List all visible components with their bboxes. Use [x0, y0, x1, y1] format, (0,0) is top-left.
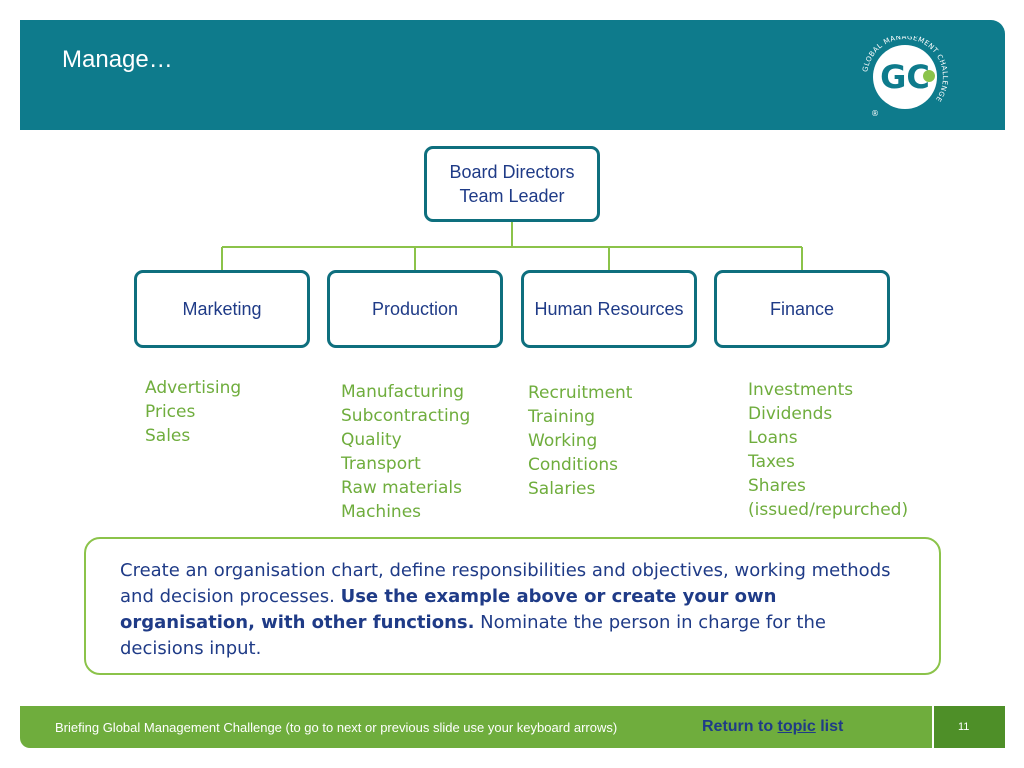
instruction-box: Create an organisation chart, define res…	[84, 537, 941, 675]
duty-item: Subcontracting	[341, 406, 471, 426]
return-link-suffix: list	[815, 718, 844, 735]
duty-item: (issued/repurched)	[748, 500, 909, 520]
org-node-finance: Finance	[714, 270, 890, 348]
logo-dot	[923, 70, 935, 82]
org-node-marketing-label: Marketing	[182, 299, 262, 319]
duty-item: Shares	[748, 476, 806, 496]
duty-item: Sales	[145, 426, 191, 446]
duty-item: Conditions	[528, 455, 618, 475]
duty-item: Salaries	[528, 479, 596, 499]
logo-registered-mark: ®	[871, 109, 879, 118]
instruction-text: Create an organisation chart, define res…	[120, 558, 910, 662]
org-node-human-resources: Human Resources	[521, 270, 697, 348]
org-node-board-line2: Team Leader	[459, 186, 565, 206]
duty-item: Quality	[341, 430, 402, 450]
duty-item: Working	[528, 431, 598, 451]
org-node-production-label: Production	[371, 299, 459, 319]
page-number-panel	[934, 706, 1005, 748]
duty-item: Machines	[341, 502, 422, 522]
gmc-logo: GC GLOBAL MANAGEMENT CHALLENGE ®	[861, 36, 948, 118]
org-node-production: Production	[327, 270, 503, 348]
duty-item: Investments	[748, 380, 854, 400]
footer-divider	[932, 706, 934, 748]
duty-item: Recruitment	[528, 383, 633, 403]
page-number: 11	[958, 721, 970, 733]
duty-item: Transport	[341, 454, 421, 474]
duty-item: Training	[528, 407, 596, 427]
duty-item: Loans	[748, 428, 798, 448]
logo-letters: GC	[880, 58, 930, 96]
instruction-bold: Use the example above or create your own…	[120, 586, 777, 633]
duty-item: Taxes	[748, 452, 795, 472]
duty-item: Raw materials	[341, 478, 462, 498]
topic-link[interactable]: topic	[777, 718, 816, 735]
return-to-topic-link[interactable]: Return to topic list	[702, 718, 843, 736]
duty-item: Manufacturing	[341, 382, 465, 402]
duty-item: Prices	[145, 402, 196, 422]
footer-briefing-text: Briefing Global Management Challenge (to…	[55, 720, 618, 735]
org-node-marketing: Marketing	[134, 270, 310, 348]
instruction-part-2: Nominate the person in charge for the de…	[120, 612, 826, 659]
duty-item: Advertising	[145, 378, 242, 398]
marketing-duties-list: Advertising Prices Sales	[145, 376, 241, 448]
logo-disc	[873, 45, 937, 109]
org-node-human-resources-label: Human Resources	[534, 299, 684, 319]
org-node-finance-label: Finance	[769, 299, 835, 319]
duty-item: Dividends	[748, 404, 833, 424]
instruction-part-1: Create an organisation chart, define res…	[120, 560, 891, 607]
return-link-prefix: Return to	[702, 718, 778, 735]
production-duties-list: Manufacturing Subcontracting Quality Tra…	[341, 380, 470, 524]
slide-header: Manage… GC GLOBAL MANAGEMENT CHALLENGE ®	[20, 20, 1005, 130]
slide-title: Manage…	[62, 46, 173, 73]
human-resources-duties-list: Recruitment Training Working Conditions …	[528, 381, 632, 501]
slide-footer: Briefing Global Management Challenge (to…	[20, 706, 1005, 748]
org-node-board-line1: Board Directors	[449, 162, 575, 182]
org-node-board-directors: Board Directors Team Leader	[424, 146, 600, 222]
finance-duties-list: Investments Dividends Loans Taxes Shares…	[748, 378, 908, 522]
